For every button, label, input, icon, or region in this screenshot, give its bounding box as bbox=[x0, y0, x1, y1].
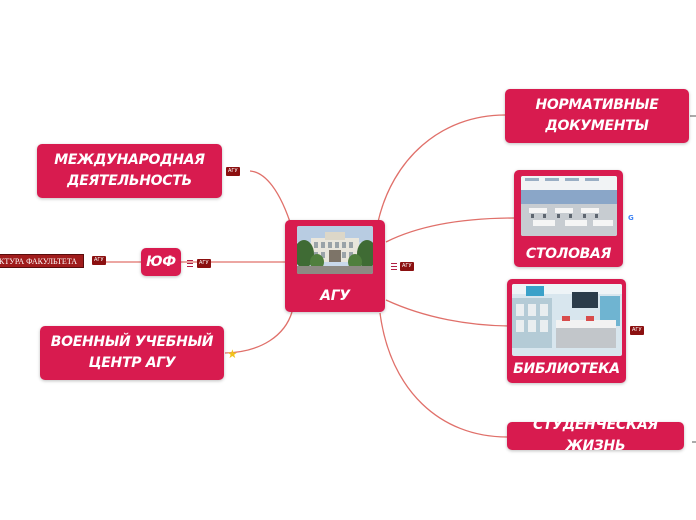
topic-yuf-label: ЮФ bbox=[142, 252, 180, 273]
topic-student-life-label: СТУДЕНЧЕСКАЯ ЖИЗНЬ bbox=[507, 415, 684, 457]
link-library bbox=[386, 300, 512, 326]
central-node-label: АГУ bbox=[316, 286, 354, 307]
link-docs bbox=[378, 115, 505, 222]
subtopic-faculty-structure[interactable]: КТУРА ФАКУЛЬТЕТА bbox=[0, 254, 84, 268]
canteen-image bbox=[521, 176, 617, 236]
international-tag[interactable]: АГУ bbox=[226, 167, 240, 176]
link-canteen bbox=[386, 218, 515, 242]
library-tag[interactable]: АГУ bbox=[630, 326, 644, 335]
topic-library-label: БИБЛИОТЕКА bbox=[509, 359, 624, 380]
link-intl bbox=[250, 171, 292, 228]
topic-library[interactable]: БИБЛИОТЕКА bbox=[507, 279, 626, 383]
central-tag[interactable]: АГУ bbox=[400, 262, 414, 271]
yuf-tag[interactable]: АГУ bbox=[197, 259, 211, 268]
topic-documents-label: НОРМАТИВНЫЕ ДОКУМЕНТЫ bbox=[531, 95, 662, 137]
topic-documents[interactable]: НОРМАТИВНЫЕ ДОКУМЕНТЫ bbox=[505, 89, 689, 143]
topic-military-label: ВОЕННЫЙ УЧЕБНЫЙ ЦЕНТР АГУ bbox=[47, 332, 217, 374]
topic-student-life[interactable]: СТУДЕНЧЕСКАЯ ЖИЗНЬ bbox=[507, 422, 684, 450]
star-icon: ★ bbox=[227, 348, 238, 360]
topic-yuf[interactable]: ЮФ bbox=[141, 248, 181, 276]
central-node-agu[interactable]: АГУ bbox=[285, 220, 385, 312]
topic-military[interactable]: ВОЕННЫЙ УЧЕБНЫЙ ЦЕНТР АГУ bbox=[40, 326, 224, 380]
university-building-image bbox=[297, 226, 373, 274]
library-image bbox=[512, 284, 622, 356]
central-menu-icon[interactable] bbox=[389, 261, 399, 271]
topic-canteen[interactable]: СТОЛОВАЯ bbox=[514, 170, 623, 267]
topic-canteen-label: СТОЛОВАЯ bbox=[522, 244, 615, 265]
yuf-menu-icon[interactable] bbox=[185, 258, 195, 268]
topic-international[interactable]: МЕЖДУНАРОДНАЯ ДЕЯТЕЛЬНОСТЬ bbox=[37, 144, 222, 198]
google-icon[interactable]: G bbox=[628, 214, 634, 222]
link-student bbox=[380, 313, 507, 437]
subtopic-tag[interactable]: АГУ bbox=[92, 256, 106, 265]
topic-international-label: МЕЖДУНАРОДНАЯ ДЕЯТЕЛЬНОСТЬ bbox=[50, 150, 209, 192]
